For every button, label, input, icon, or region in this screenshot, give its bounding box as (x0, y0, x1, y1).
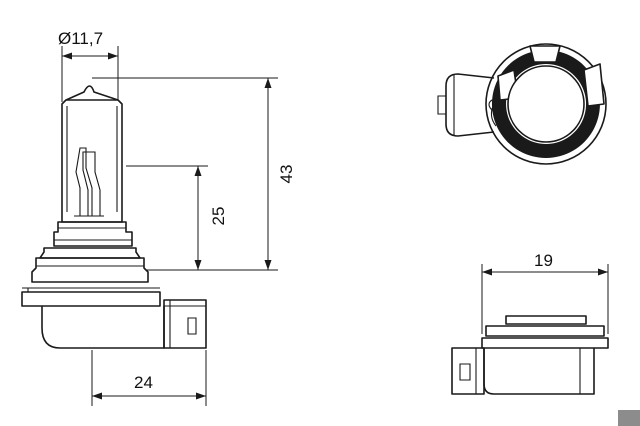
socket-width-dimension: 19 (481, 251, 609, 334)
filament-wire-right (82, 151, 101, 216)
dim-light-center-height: 25 (209, 207, 228, 226)
overall-height-dimension: 43 (92, 77, 296, 271)
side-view-flange (481, 337, 609, 349)
top-view-connector (445, 73, 495, 137)
top-view-cutout-top (529, 45, 561, 63)
filament-wire-left (75, 147, 93, 216)
base-width-dimension: 24 (91, 350, 207, 406)
dim-bulb-diameter: Ø11,7 (58, 29, 103, 48)
top-view-inner-circle (507, 65, 585, 143)
corner-mark (618, 410, 640, 426)
bulb-neck (53, 221, 133, 247)
top-view-cutout-right (583, 63, 605, 107)
dim-overall-height: 43 (277, 165, 296, 184)
top-view-outer-ring (485, 43, 607, 165)
dim-socket-width: 19 (534, 251, 553, 270)
side-view-connector (451, 347, 485, 395)
dim-base-width: 24 (134, 373, 153, 392)
diameter-dimension: Ø11,7 (58, 29, 119, 102)
connector-latch (187, 317, 197, 335)
top-view (437, 43, 607, 165)
glass-tip (65, 85, 119, 101)
side-view-body (483, 348, 595, 395)
base-plate (21, 291, 161, 307)
side-view-collar (485, 325, 605, 337)
side-view (451, 315, 609, 395)
bulb-front-view (21, 85, 207, 349)
connector-housing (163, 299, 207, 349)
flange-upper (39, 247, 141, 259)
flange-ring (31, 257, 149, 283)
light-center-dimension: 25 (126, 165, 228, 270)
side-view-top-cap (505, 315, 587, 325)
base-body (41, 306, 165, 349)
